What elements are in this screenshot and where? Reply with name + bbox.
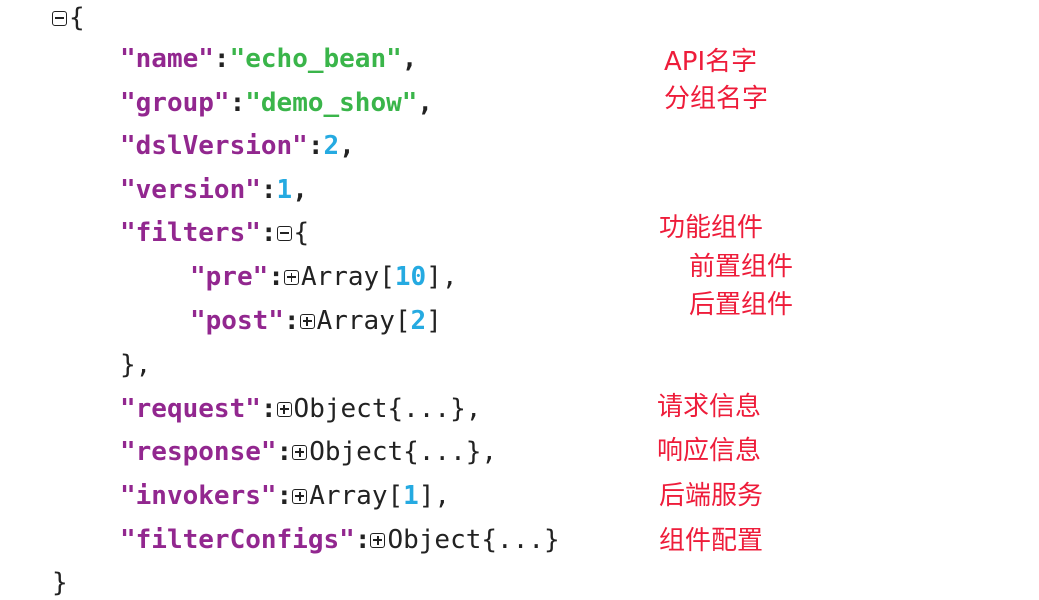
version-key: "version" [120,175,261,205]
root-line: { [52,3,85,33]
annotation-filterconfigs: 组件配置 [659,526,764,556]
group-key: "group" [120,88,230,118]
pre-type: Array[ [300,262,395,292]
name-line: "name":"echo_bean", [120,44,418,74]
filters-close-brace: }, [120,350,152,380]
invokers-line: "invokers":Array[1], [120,481,451,511]
annotation-group: 分组名字 [664,84,769,114]
expand-invokers-icon[interactable] [292,488,308,504]
annotation-pre: 前置组件 [689,252,794,282]
expand-response-icon[interactable] [292,444,308,460]
expand-request-icon[interactable] [276,401,292,417]
name-key: "name" [120,44,214,74]
invokers-type: Array[ [309,481,404,511]
annotation-filters: 功能组件 [659,213,764,243]
dslversion-line: "dslVersion":2, [120,131,355,161]
expand-pre-icon[interactable] [283,269,299,285]
annotation-request: 请求信息 [657,392,762,422]
pre-count: 10 [394,262,427,292]
filterconfigs-line: "filterConfigs":Object{...} [120,525,560,555]
collapse-filters-icon[interactable] [276,225,292,241]
dslversion-value: 2 [323,131,340,161]
filters-open-brace: { [293,218,310,248]
response-key: "response" [120,437,277,467]
expand-post-icon[interactable] [299,313,315,329]
version-line: "version":1, [120,175,308,205]
annotation-post: 后置组件 [689,290,794,320]
collapse-root-icon[interactable] [52,10,67,26]
root-close-brace: } [52,568,68,598]
request-value: Object{...}, [293,394,482,424]
root-close-line: } [52,568,68,598]
annotation-response: 响应信息 [657,436,762,466]
post-type: Array[ [316,306,411,336]
invokers-count: 1 [403,481,419,511]
name-value: "echo_bean" [229,44,402,74]
dslversion-key: "dslVersion" [120,131,308,161]
request-key: "request" [120,394,261,424]
group-value: "demo_show" [245,88,418,118]
filterconfigs-key: "filterConfigs" [120,525,355,555]
filters-close-line: }, [120,350,151,380]
pre-line: "pre":Array[10], [190,262,458,292]
root-open-brace: { [69,3,85,33]
annotation-name: API名字 [664,47,758,77]
filters-key: "filters" [120,218,261,248]
response-line: "response":Object{...}, [120,437,498,467]
pre-key: "pre" [190,262,269,292]
post-line: "post":Array[2] [190,306,442,336]
expand-filterconfigs-icon[interactable] [370,532,386,548]
group-line: "group":"demo_show", [120,88,434,118]
filterconfigs-value: Object{...} [387,525,560,555]
invokers-key: "invokers" [120,481,277,511]
filters-line: "filters":{ [120,218,310,248]
post-key: "post" [190,306,284,336]
version-value: 1 [276,175,293,205]
response-value: Object{...}, [309,437,498,467]
request-line: "request":Object{...}, [120,394,482,424]
annotation-invokers: 后端服务 [659,481,764,511]
post-count: 2 [410,306,427,336]
